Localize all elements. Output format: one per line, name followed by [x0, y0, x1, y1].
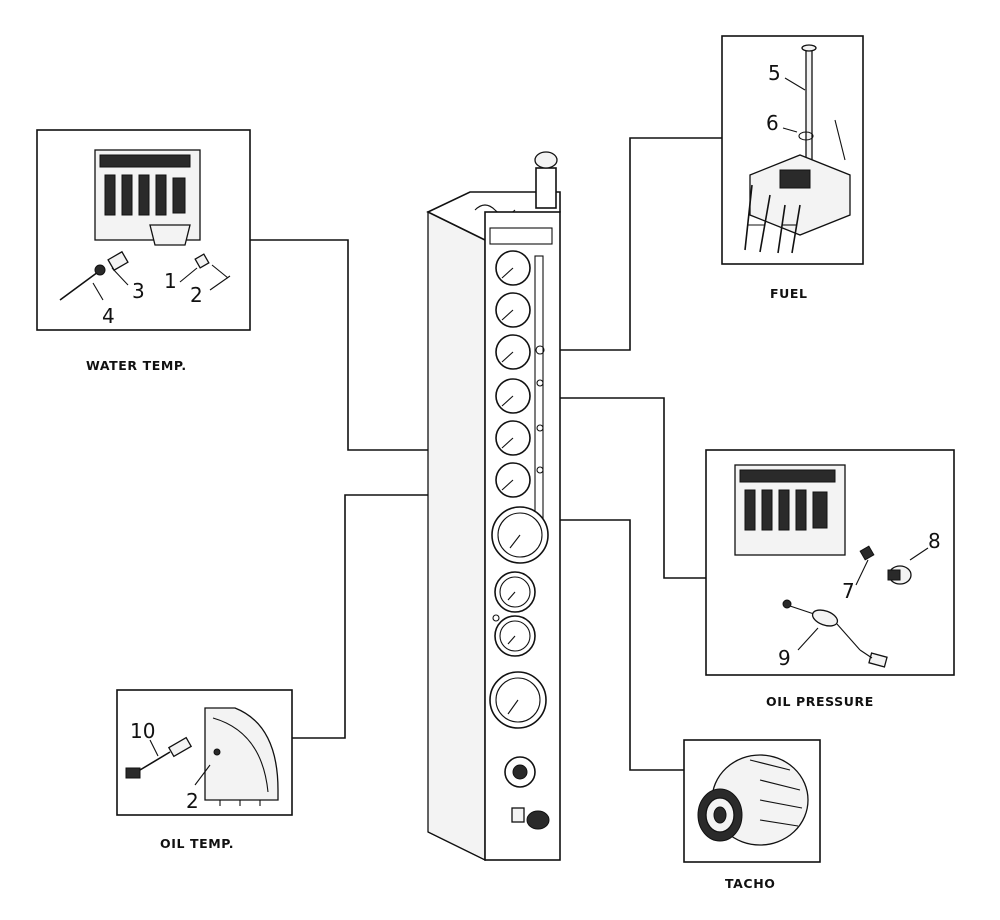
engine-illustration — [94, 149, 201, 246]
caption-oil-temp: OIL TEMP. — [160, 836, 234, 851]
fuel-panel: 5 6 — [721, 35, 864, 265]
callout-4: 4 — [102, 304, 115, 328]
gauge-column — [489, 250, 549, 788]
fuel-tank-illustration — [744, 119, 851, 254]
leader-lines — [250, 137, 722, 771]
callout-2: 2 — [190, 283, 203, 307]
callout-1: 1 — [164, 269, 177, 293]
callout-7: 7 — [842, 579, 855, 603]
caption-water-temp: WATER TEMP. — [86, 358, 187, 373]
callout-9: 9 — [778, 646, 791, 670]
tacho-panel — [683, 739, 821, 863]
callout-5: 5 — [768, 61, 781, 85]
engine-illustration-2 — [734, 464, 846, 556]
sump-illustration — [204, 707, 279, 806]
oil-temp-panel: 10 2 — [116, 689, 293, 816]
callout-8: 8 — [928, 529, 941, 553]
instrument-panel — [426, 151, 561, 862]
callout-3: 3 — [132, 279, 145, 303]
callout-10: 10 — [130, 719, 155, 743]
caption-fuel: FUEL — [770, 286, 808, 301]
callout-6: 6 — [766, 111, 779, 135]
caption-oil-pressure: OIL PRESSURE — [766, 694, 874, 709]
water-temp-panel: 3 1 2 4 — [36, 129, 251, 331]
alternator-illustration — [697, 754, 809, 846]
caption-tacho: TACHO — [725, 876, 776, 891]
callout-2b: 2 — [186, 789, 199, 813]
oil-pressure-panel: 8 7 9 — [705, 449, 955, 676]
